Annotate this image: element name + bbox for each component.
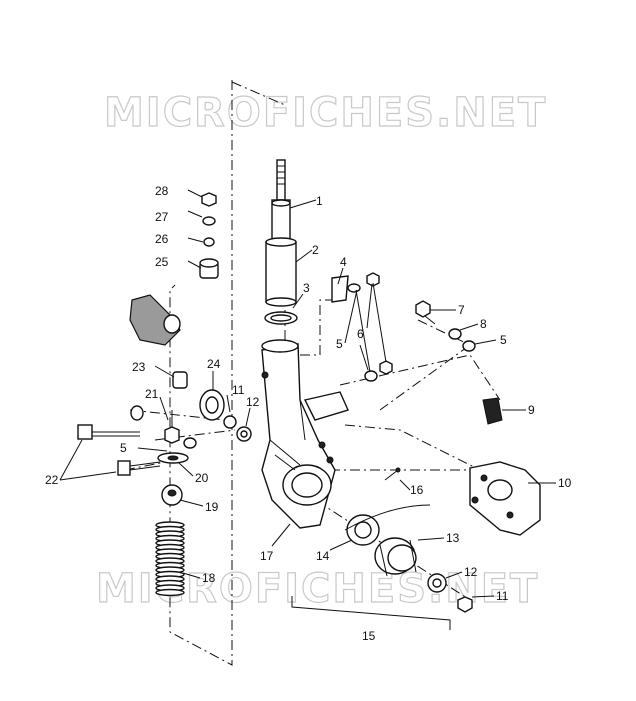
callout-13: 13	[446, 531, 460, 545]
callout-labels: 1 2 3 4 5 6 7 8 5 9 10 11 12 13 14 15 16…	[45, 184, 572, 643]
part-9-pad	[482, 397, 503, 425]
callout-18: 18	[202, 571, 216, 585]
part-22-bolts	[77, 424, 161, 476]
upper-mount-bracket	[129, 294, 181, 346]
callout-20: 20	[195, 471, 209, 485]
callout-27: 27	[155, 210, 169, 224]
part-24-bushing	[199, 389, 225, 421]
part-19-bump-stop	[161, 484, 183, 506]
callout-17: 17	[260, 549, 274, 563]
callout-22: 22	[45, 473, 59, 487]
callout-24: 24	[207, 357, 221, 371]
part-28-nut	[201, 192, 217, 207]
callout-6: 6	[357, 327, 364, 341]
callout-7: 7	[458, 303, 465, 317]
callout-4: 4	[340, 255, 347, 269]
part-7-bolt	[415, 300, 476, 352]
part-13-bearing	[374, 537, 417, 577]
callout-12-upper: 12	[246, 395, 260, 409]
callout-5-upper: 5	[336, 337, 343, 351]
part-6-nuts	[347, 272, 393, 382]
callout-19: 19	[205, 500, 219, 514]
callout-14: 14	[316, 549, 330, 563]
callout-1: 1	[316, 194, 323, 208]
part-14-seal	[346, 514, 380, 546]
part-3-seal-ring	[264, 311, 298, 325]
part-2-sleeve	[265, 237, 297, 307]
part-11-nut-upper	[223, 415, 237, 429]
assembly-axis-lines	[124, 80, 501, 666]
part-12-washer-upper	[236, 426, 252, 442]
spring-coil	[155, 588, 185, 597]
callout-8: 8	[480, 317, 487, 331]
callout-26: 26	[155, 232, 169, 246]
part-12-seal-lower	[427, 573, 447, 593]
callout-28: 28	[155, 184, 169, 198]
callout-25: 25	[155, 255, 169, 269]
callout-10: 10	[558, 476, 572, 490]
callout-2: 2	[312, 243, 319, 257]
callout-11-lower: 11	[496, 589, 509, 603]
part-20-spring-cup	[157, 452, 189, 464]
part-23-spacer	[172, 371, 188, 389]
part-1-spindle-shaft	[271, 159, 291, 241]
callout-11-upper: 11	[232, 383, 245, 397]
part-4-bracket	[331, 275, 349, 303]
part-26-washer	[203, 237, 215, 247]
callout-16: 16	[410, 483, 424, 497]
callout-5-left: 5	[120, 441, 127, 455]
part-25-bushing	[199, 258, 219, 279]
part-10-caliper	[469, 461, 541, 536]
callout-21: 21	[145, 387, 159, 401]
callout-12-lower: 12	[464, 565, 478, 579]
part-18-spring	[155, 521, 185, 597]
part-5-washer-left	[130, 405, 197, 449]
callout-23: 23	[132, 360, 146, 374]
watermark-top: MICROFICHES.NET	[103, 89, 548, 136]
leader-lines	[59, 189, 556, 630]
part-21-nut	[164, 410, 180, 444]
callout-3: 3	[303, 281, 310, 295]
part-16-cotter-pin	[344, 467, 431, 531]
part-17-knuckle-housing	[261, 339, 349, 529]
callout-5-right: 5	[500, 333, 507, 347]
part-27-washer	[202, 216, 216, 226]
part-11-nut-lower	[457, 596, 473, 613]
callout-15: 15	[362, 629, 376, 643]
callout-9: 9	[528, 403, 535, 417]
